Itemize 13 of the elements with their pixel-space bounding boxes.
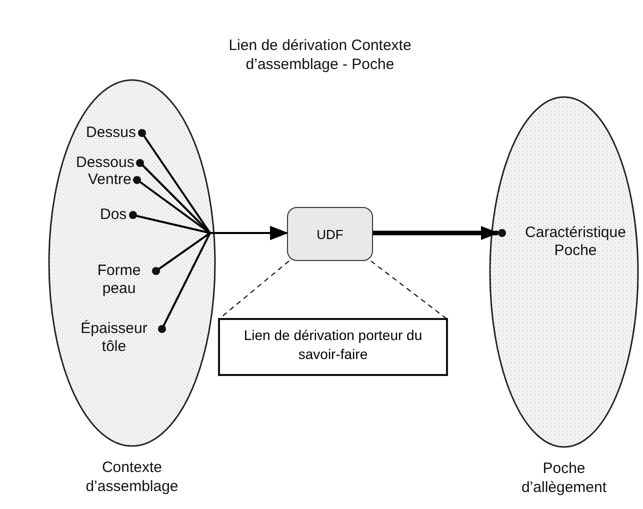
feature-label: Dessous	[76, 154, 134, 171]
region-caption: Contexte d’assemblage	[84, 458, 180, 496]
feature-label: Épaisseur tôle	[80, 320, 148, 355]
feature-label: Caractéristique Poche	[525, 224, 626, 259]
process-box: UDF	[287, 207, 373, 261]
feature-label: Dessus	[86, 124, 136, 141]
feature-label: Dos	[100, 206, 127, 223]
feature-label: Forme peau	[97, 262, 141, 297]
callout-box: Lien de dérivation porteur du savoir-faire	[218, 318, 448, 376]
feature-label: Ventre	[88, 171, 132, 188]
region-caption: Poche d’allègement	[520, 459, 608, 497]
arrow	[373, 226, 499, 240]
diagram-title: Lien de dérivation Contexte d’assemblage - Poche	[228, 36, 412, 74]
